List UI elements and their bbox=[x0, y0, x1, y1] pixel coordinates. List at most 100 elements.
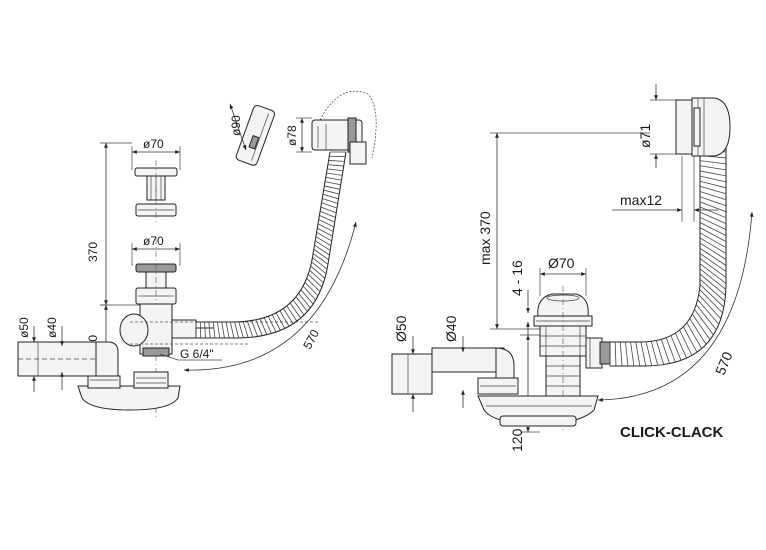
hose-rib bbox=[675, 333, 686, 358]
hose-rib bbox=[314, 249, 329, 259]
hose-rib bbox=[700, 274, 725, 295]
left-thread-label: G 6/4" bbox=[180, 347, 214, 361]
hose-rib bbox=[646, 342, 652, 366]
hose-rib bbox=[680, 330, 692, 355]
right-dim-4-16: 4 - 16 bbox=[509, 260, 528, 335]
hose-rib bbox=[651, 341, 658, 365]
right-dim-50-label: Ø50 bbox=[393, 315, 409, 342]
hose-rib bbox=[230, 322, 234, 338]
hose-rib bbox=[217, 322, 219, 338]
click-clack-label: CLICK-CLACK bbox=[620, 424, 723, 441]
hose-rib bbox=[317, 228, 332, 236]
hose-rib bbox=[700, 181, 726, 188]
left-dim-90-label: ø90 bbox=[229, 115, 243, 136]
hose-rib bbox=[280, 311, 289, 327]
left-dim-40-label: ø40 bbox=[45, 317, 59, 338]
hose-rib bbox=[324, 186, 340, 190]
right-overflow-head: ø71 bbox=[637, 84, 730, 168]
hose-rib bbox=[700, 289, 723, 313]
hose-rib bbox=[322, 203, 337, 208]
hose-rib bbox=[293, 300, 304, 315]
hose-rib bbox=[700, 217, 726, 229]
hose-rib bbox=[326, 173, 342, 175]
hose-rib bbox=[303, 286, 316, 300]
hose-rib bbox=[301, 290, 313, 304]
hose-rib bbox=[700, 207, 726, 218]
hose-rib bbox=[327, 169, 343, 171]
hose-rib bbox=[631, 342, 634, 366]
hose-rib bbox=[687, 323, 702, 349]
hose-rib bbox=[310, 270, 324, 283]
right-dim-max370-label: max 370 bbox=[477, 211, 493, 265]
hose-rib bbox=[276, 313, 285, 329]
hose-rib bbox=[698, 300, 719, 325]
hose-rib bbox=[272, 315, 280, 331]
hose-rib bbox=[247, 321, 252, 337]
hose-rib bbox=[205, 322, 206, 338]
hose-rib bbox=[700, 259, 726, 278]
hose-rib bbox=[290, 303, 301, 318]
right-dim-71-label: ø71 bbox=[637, 124, 653, 148]
hose-rib bbox=[323, 194, 339, 199]
right-dim-570-label: 570 bbox=[712, 349, 736, 377]
hose-rib bbox=[314, 245, 329, 255]
hose-rib bbox=[307, 278, 320, 291]
hose-rib bbox=[700, 279, 725, 301]
hose-rib bbox=[641, 342, 646, 366]
right-dim-120-label: 120 bbox=[509, 428, 525, 452]
hose-rib bbox=[700, 284, 724, 307]
hose-rib bbox=[700, 222, 726, 235]
hose-rib bbox=[213, 322, 215, 338]
hose-rib bbox=[235, 322, 239, 338]
hose-rib bbox=[209, 322, 210, 338]
hose-rib bbox=[326, 177, 342, 180]
hose-rib bbox=[700, 166, 726, 170]
left-dim-78-label: ø78 bbox=[285, 125, 299, 146]
left-dim-70-mid-label: ø70 bbox=[143, 234, 164, 248]
left-dim-570-label: 570 bbox=[300, 327, 322, 352]
hose-rib bbox=[252, 321, 258, 337]
hose-rib bbox=[700, 161, 726, 164]
hose-rib bbox=[287, 306, 297, 321]
hose-rib bbox=[226, 322, 229, 338]
left-top-plug: ø70 bbox=[132, 137, 180, 225]
hose-rib bbox=[700, 171, 726, 176]
hose-rib bbox=[316, 237, 331, 246]
left-dim-50-label: ø50 bbox=[17, 317, 31, 338]
hose-rib bbox=[699, 295, 721, 319]
hose-rib bbox=[222, 322, 225, 338]
hose-rib bbox=[296, 297, 307, 312]
hose-rib bbox=[315, 241, 330, 251]
hose-rib bbox=[312, 262, 326, 274]
hose-rib bbox=[313, 253, 328, 264]
hose-rib bbox=[615, 342, 616, 366]
right-overflow-connector bbox=[586, 338, 610, 368]
left-dim-70-top-label: ø70 bbox=[143, 137, 164, 151]
left-dim-370-label: 370 bbox=[86, 242, 100, 262]
right-dim-4-16-label: 4 - 16 bbox=[509, 260, 525, 296]
hose-rib bbox=[328, 165, 344, 166]
hose-rib bbox=[329, 160, 345, 161]
left-hose bbox=[196, 152, 346, 338]
hose-rib bbox=[700, 264, 726, 284]
right-dim-40-label: Ø40 bbox=[443, 315, 459, 342]
hose-rib bbox=[305, 282, 318, 296]
hose-rib bbox=[317, 232, 332, 241]
hose-rib bbox=[683, 327, 697, 353]
hose-rib bbox=[625, 342, 627, 366]
right-drawing: max 370 120 4 - 16 Ø70 bbox=[392, 84, 752, 452]
hose-rib bbox=[239, 322, 244, 338]
hose-rib bbox=[700, 197, 726, 206]
hose-rib bbox=[308, 274, 322, 287]
hose-rib bbox=[299, 293, 311, 307]
right-dim-max12-label: max12 bbox=[620, 192, 662, 208]
left-dim-78: ø78 bbox=[285, 118, 312, 152]
hose-rib bbox=[324, 190, 340, 194]
hose-rib bbox=[243, 322, 248, 338]
hose-rib bbox=[322, 199, 337, 204]
hose-rib bbox=[636, 342, 640, 366]
left-overflow-head bbox=[312, 91, 376, 164]
right-hose bbox=[610, 140, 726, 366]
